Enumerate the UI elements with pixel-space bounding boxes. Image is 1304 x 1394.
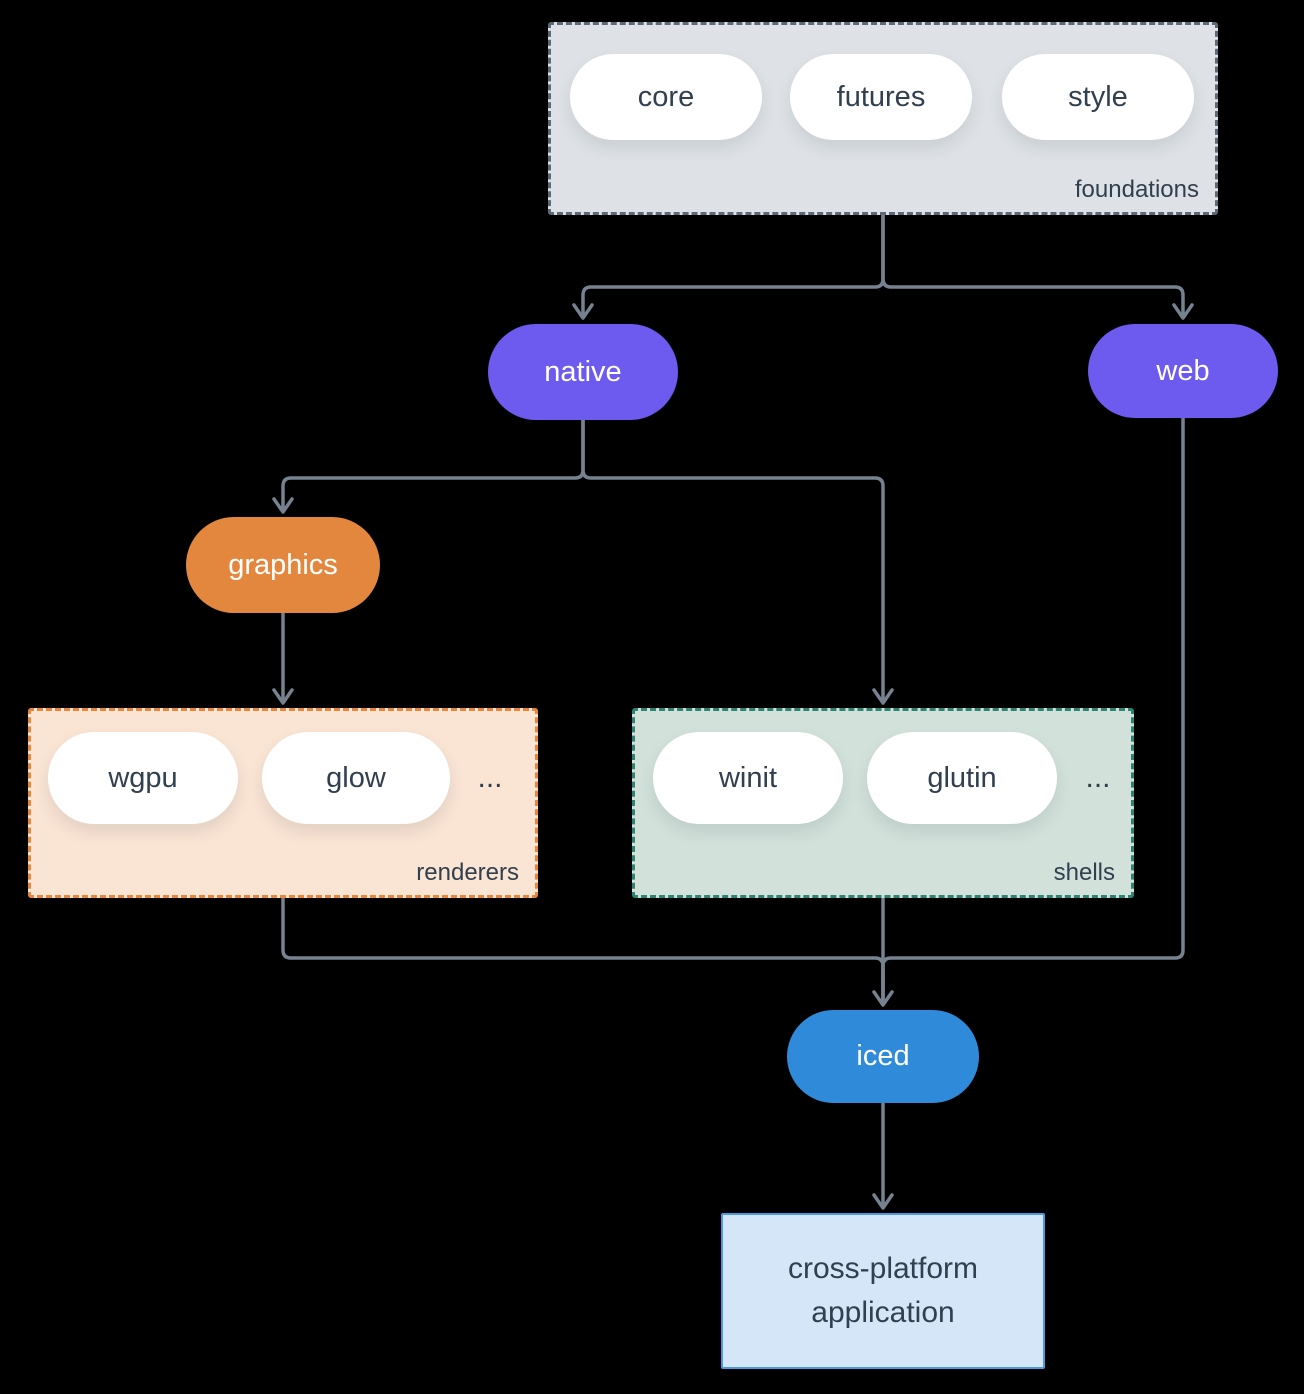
foundations-group: core futures style foundations — [548, 22, 1218, 215]
node-wgpu: wgpu — [48, 732, 238, 824]
node-futures: futures — [790, 54, 972, 140]
arrowhead-application — [872, 1193, 894, 1210]
edge-foundations-web — [881, 213, 1185, 315]
application-label-line1: cross-platform — [787, 1252, 979, 1285]
node-style: style — [1002, 54, 1194, 140]
edge-foundations-native — [581, 213, 885, 315]
node-winit: winit — [653, 732, 843, 824]
arrowhead-native — [572, 303, 594, 320]
renderers-group-label: renderers — [416, 859, 519, 886]
node-glutin: glutin — [867, 732, 1057, 824]
node-core: core — [570, 54, 762, 140]
node-glow: glow — [262, 732, 450, 824]
arrowhead-shells — [872, 688, 894, 705]
node-graphics: graphics — [186, 517, 380, 613]
edge-native-shells — [581, 418, 885, 700]
arrowhead-web — [1172, 303, 1194, 320]
application-label-line2: application — [811, 1296, 955, 1329]
renderers-ellipsis: ... — [477, 761, 503, 794]
shells-group-label: shells — [1053, 859, 1115, 886]
shells-group: winit glutin ... shells — [632, 708, 1134, 898]
node-web: web — [1088, 324, 1278, 418]
arrowhead-iced — [872, 990, 894, 1007]
foundations-group-label: foundations — [1074, 176, 1199, 203]
node-iced: iced — [787, 1010, 979, 1103]
arrowhead-renderers — [272, 688, 294, 705]
renderers-group: wgpu glow ... renderers — [28, 708, 538, 898]
shells-ellipsis: ... — [1085, 761, 1111, 794]
node-native: native — [488, 324, 678, 420]
node-cross-platform-application: cross-platform application — [721, 1213, 1045, 1369]
arrowhead-graphics — [272, 497, 294, 514]
edge-native-graphics — [281, 418, 585, 509]
edge-renderers-iced — [281, 896, 885, 1002]
